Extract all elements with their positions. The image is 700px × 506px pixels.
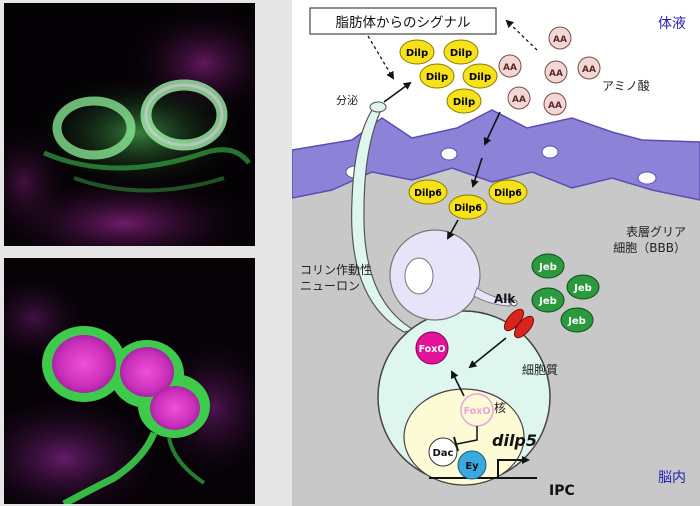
- micrograph-top: [4, 3, 255, 246]
- dilp-label: Dilp: [450, 48, 472, 59]
- dilp-label: Dilp: [469, 72, 491, 83]
- ey-label: Ey: [465, 461, 479, 472]
- jeb-label: Jeb: [567, 316, 586, 327]
- aa-label: AA: [503, 63, 517, 73]
- fat-body-signal-arrow: [367, 35, 395, 80]
- transcription-start-arrow: [497, 456, 530, 478]
- glia-label-line1: 表層グリア: [626, 225, 686, 239]
- cholinergic-label-line1: コリン作動性: [300, 263, 372, 277]
- dac-factor: [428, 437, 458, 467]
- aa-label: AA: [553, 35, 567, 45]
- cholinergic-neuron: [389, 229, 481, 321]
- aa-label: AA: [582, 65, 596, 75]
- dac-label: Dac: [433, 448, 454, 459]
- jeb-label: Jeb: [573, 283, 592, 294]
- amino-acid-label: アミノ酸: [602, 78, 650, 93]
- amino-acid-signal-arrow: [505, 19, 538, 51]
- foxo-cytoplasm: [415, 331, 449, 365]
- inhibition-bar: [453, 436, 459, 452]
- aa-label: AA: [549, 69, 563, 79]
- signaling-diagram: 脂肪体からのシグナル 体液 脳内 Dilp Dilp Dilp Dilp Dil…: [292, 0, 700, 506]
- jeb-group: Jeb Jeb Jeb Jeb: [531, 253, 600, 333]
- surface-glia-layer: [292, 109, 700, 201]
- fat-body-signal-box: [309, 7, 497, 35]
- cholinergic-label-line2: ニューロン: [300, 279, 360, 293]
- glia-label-line2: 細胞（BBB）: [613, 241, 686, 255]
- alk-to-foxo-arrow: [468, 337, 507, 369]
- nuclear-export-arrow: [451, 370, 465, 397]
- neuron-axon: [473, 287, 511, 307]
- dilp6-label: Dilp6: [454, 203, 482, 214]
- alk-receptor: [503, 308, 535, 339]
- jeb-label: Jeb: [538, 296, 557, 307]
- jeb-label: Jeb: [538, 262, 557, 273]
- foxo-inhibition-line: [456, 426, 478, 445]
- glia-nucleus: [637, 171, 657, 185]
- dilp-group: Dilp Dilp Dilp Dilp Dilp: [399, 39, 498, 114]
- dilp5-gene-label: dilp5: [492, 431, 537, 450]
- secretion-label: 分泌: [336, 94, 358, 107]
- glia-to-dilp6-arrow: [471, 157, 483, 188]
- micrograph-bottom-image: [4, 258, 255, 504]
- cytoplasm-label: 細胞質: [522, 362, 558, 377]
- dilp-label: Dilp: [426, 72, 448, 83]
- micrograph-bottom: [4, 258, 255, 504]
- neuron-nucleus: [404, 257, 434, 295]
- secretion-vesicle: [369, 101, 387, 113]
- amino-acid-group: AA AA AA AA AA AA: [498, 26, 601, 116]
- dilp6-to-neuron-arrow: [447, 219, 459, 240]
- nucleus-label: 核: [494, 401, 506, 415]
- neuron-terminal: [510, 299, 518, 307]
- secretion-arrow: [383, 81, 412, 103]
- foxo-nuclear-label: FoxO: [464, 406, 491, 417]
- glia-nucleus: [440, 147, 458, 161]
- foxo-label: FoxO: [419, 344, 446, 355]
- dilp6-label: Dilp6: [414, 188, 442, 199]
- glia-nucleus: [541, 145, 559, 159]
- dilp-label: Dilp: [406, 48, 428, 59]
- brain-label: 脳内: [658, 470, 686, 486]
- ey-factor: [457, 450, 487, 480]
- micrograph-top-image: [4, 3, 255, 246]
- fat-body-signal-label: 脂肪体からのシグナル: [336, 15, 471, 31]
- ipc-label: IPC: [549, 483, 575, 499]
- dilp6-group: Dilp6 Dilp6 Dilp6: [408, 179, 528, 220]
- aa-label: AA: [548, 101, 562, 111]
- aa-label: AA: [512, 95, 526, 105]
- dilp6-label: Dilp6: [494, 188, 522, 199]
- dilp-label: Dilp: [453, 97, 475, 108]
- alk-label: Alk: [494, 292, 516, 306]
- body-fluid-label: 体液: [658, 16, 686, 32]
- aa-to-glia-arrow: [483, 111, 501, 146]
